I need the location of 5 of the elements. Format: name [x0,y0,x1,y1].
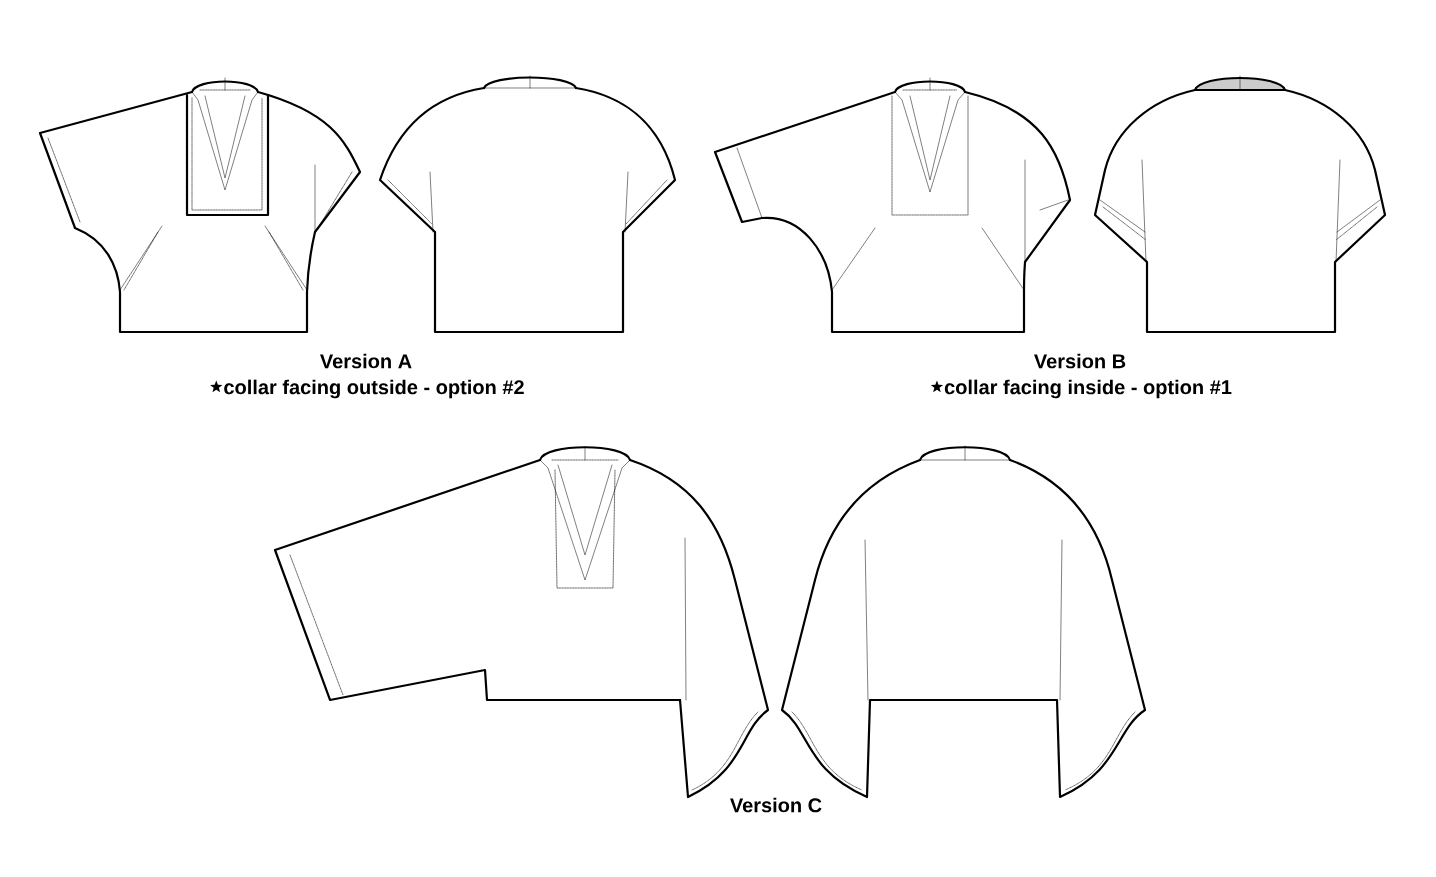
note-text: collar facing outside - option #2 [224,379,524,399]
version-label: Version B [1034,353,1126,369]
version-label: Version C [730,797,822,813]
version-label: Version A [320,353,412,369]
note-text: collar facing inside - option #1 [944,379,1232,399]
